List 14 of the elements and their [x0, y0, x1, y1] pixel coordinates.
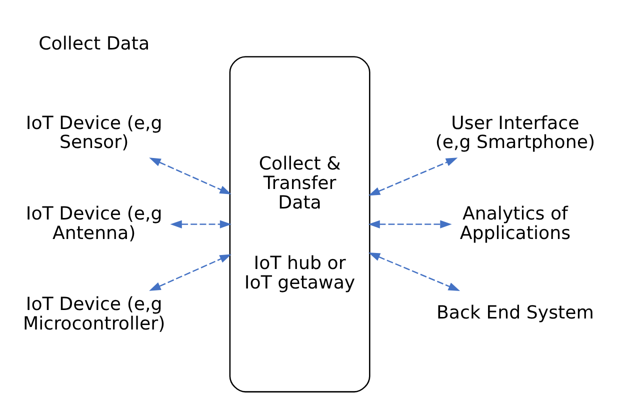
- node-text: Analytics of Applications: [460, 202, 571, 244]
- arrow: [170, 220, 232, 228]
- label: Collect Data: [38, 32, 150, 54]
- node-text: IoT Device (e,g Sensor): [26, 112, 162, 153]
- arrow: [368, 157, 458, 196]
- node-box: Collect & Transfer Data IoT hub or IoT getaway: [229, 56, 370, 392]
- node-text: Back End System: [436, 302, 594, 323]
- node-text: IoT Device (e,g Microcontroller): [22, 293, 166, 334]
- arrow: [149, 254, 232, 290]
- node-text: User Interface (e,g Smartphone): [435, 112, 596, 153]
- arrow: [368, 220, 452, 228]
- node-text: IoT Device (e,g Antenna): [26, 202, 162, 244]
- arrow: [149, 157, 232, 194]
- arrow: [368, 252, 460, 290]
